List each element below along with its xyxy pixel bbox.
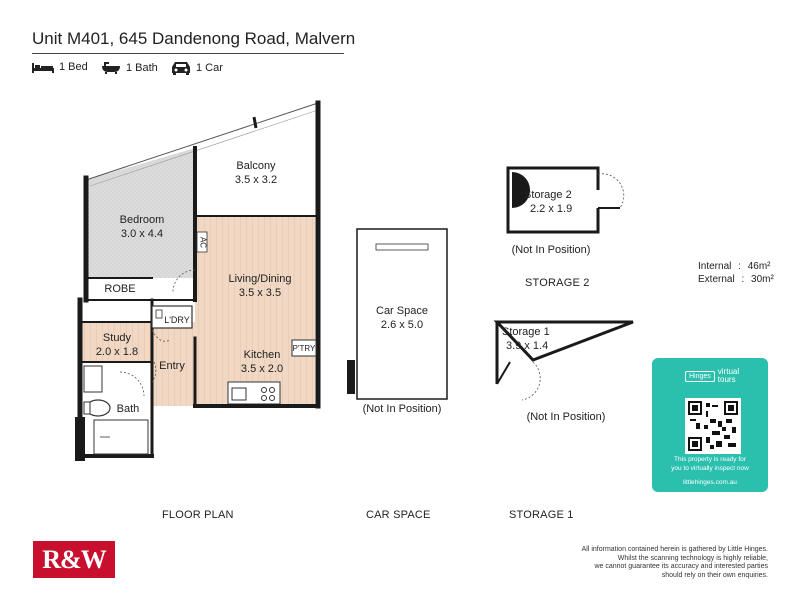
- bed-icon: [32, 63, 54, 73]
- virtual-tour-link[interactable]: littlehinges.com.au: [683, 479, 737, 486]
- caption-floor-plan: FLOOR PLAN: [162, 509, 234, 521]
- caption-car-space: CAR SPACE: [366, 509, 431, 521]
- living-size: 3.5 x 3.5: [238, 287, 282, 299]
- disclaimer: All information contained herein is gath…: [560, 546, 768, 580]
- kitchen-name: Kitchen: [243, 349, 281, 361]
- balcony-outline: [85, 102, 319, 216]
- living-label: Living/Dining 3.5 x 3.5: [205, 272, 315, 300]
- living-floor: [195, 216, 315, 406]
- virtual-tour-message-line2: you to virtually inspect now: [671, 465, 749, 472]
- pantry-label: P'TRY: [292, 344, 316, 353]
- study-size: 2.0 x 1.8: [95, 346, 139, 358]
- hinges-brand: Hinges: [685, 370, 715, 382]
- feature-bath: 1 Bath: [101, 61, 158, 74]
- rw-logo: R&W: [33, 541, 115, 578]
- living-name: Living/Dining: [228, 273, 292, 285]
- feature-car: 1 Car: [171, 61, 223, 75]
- disclaimer-line-1: All information contained herein is gath…: [581, 546, 768, 553]
- storage1-name: Storage 1: [502, 326, 550, 338]
- car-icon: [172, 62, 190, 75]
- hinges-product: virtual tours: [718, 368, 739, 384]
- laundry-label: L'DRY: [164, 315, 190, 325]
- disclaimer-line-4: should rely on their own enquiries.: [661, 571, 768, 579]
- entry-label: Entry: [159, 360, 185, 372]
- qr-code[interactable]: [685, 398, 741, 454]
- disclaimer-line-3: we cannot guarantee its accuracy and int…: [594, 563, 768, 570]
- internal-area: Internal : 46m²: [698, 261, 771, 272]
- caption-storage1: STORAGE 1: [509, 509, 574, 521]
- kitchen-counter: [227, 381, 281, 405]
- virtual-tour-message-line1: This property is ready for: [674, 456, 746, 463]
- walls: [75, 100, 321, 461]
- kitchen-label: Kitchen 3.5 x 2.0: [212, 348, 312, 376]
- storage1-label: Storage 1 3.9 x 1.4: [502, 325, 562, 353]
- virtual-tour-badge[interactable]: Hinges virtual tours This property is re…: [652, 358, 768, 492]
- car-space-label: Car Space 2.6 x 5.0: [357, 304, 447, 332]
- feature-car-label: 1 Car: [196, 62, 223, 74]
- internal-area-label: Internal: [698, 261, 732, 272]
- car-space-size: 2.6 x 5.0: [380, 319, 424, 331]
- feature-bed-label: 1 Bed: [59, 61, 88, 73]
- pantry-cupboard: [291, 339, 317, 357]
- external-area: External : 30m²: [698, 274, 774, 285]
- qr-code-icon: [688, 401, 738, 451]
- bath-icon: [102, 62, 120, 74]
- study-label: Study 2.0 x 1.8: [82, 331, 152, 359]
- storage2-heading: STORAGE 2: [525, 277, 590, 289]
- bathroom-fixtures: [83, 365, 149, 455]
- bedroom-size: 3.0 x 4.4: [120, 228, 164, 240]
- storage2-name: Storage 2: [524, 189, 572, 201]
- storage1-outline: [493, 320, 634, 401]
- ac-label: AC: [198, 236, 208, 249]
- car-space-outline: [347, 228, 448, 400]
- feature-bath-label: 1 Bath: [126, 61, 158, 74]
- laundry-cupboard: [151, 305, 193, 329]
- balcony-size: 3.5 x 3.2: [234, 174, 278, 186]
- feature-bed: 1 Bed: [32, 61, 88, 73]
- door-swings: [119, 269, 196, 397]
- bath-label: Bath: [116, 403, 140, 415]
- storage2-size: 2.2 x 1.9: [530, 203, 573, 215]
- bedroom-label: Bedroom 3.0 x 4.4: [92, 213, 192, 241]
- study-floor: [80, 322, 195, 406]
- storage1-note: (Not In Position): [526, 411, 606, 423]
- storage2-outline: [506, 166, 625, 234]
- balcony-name: Balcony: [236, 160, 276, 172]
- virtual-tour-message: This property is ready for you to virtua…: [652, 455, 768, 473]
- study-name: Study: [102, 332, 132, 344]
- disclaimer-line-2: Whilst the scanning technology is highly…: [617, 554, 768, 562]
- ac-unit: [196, 231, 208, 253]
- external-area-label: External: [698, 274, 735, 285]
- hinges-product-line2: tours: [717, 375, 736, 384]
- plan-title: Unit M401, 645 Dandenong Road, Malvern: [32, 29, 356, 48]
- hinges-product-line1: virtual: [717, 367, 740, 376]
- balcony-label: Balcony 3.5 x 3.2: [206, 159, 306, 187]
- bedroom-name: Bedroom: [119, 214, 165, 226]
- internal-area-value: 46m²: [747, 261, 771, 272]
- bedroom-floor: [86, 148, 195, 278]
- storage1-size: 3.9 x 1.4: [506, 340, 549, 352]
- car-space-note: (Not In Position): [362, 403, 442, 415]
- storage2-label: Storage 2 2.2 x 1.9: [524, 188, 584, 216]
- kitchen-size: 3.5 x 2.0: [240, 363, 284, 375]
- title-divider: [32, 53, 344, 54]
- robe-label: ROBE: [104, 283, 136, 295]
- hinges-logo: Hinges virtual tours: [685, 368, 739, 384]
- car-space-name: Car Space: [376, 305, 428, 317]
- external-area-value: 30m²: [751, 274, 774, 285]
- storage2-note: (Not In Position): [511, 244, 591, 256]
